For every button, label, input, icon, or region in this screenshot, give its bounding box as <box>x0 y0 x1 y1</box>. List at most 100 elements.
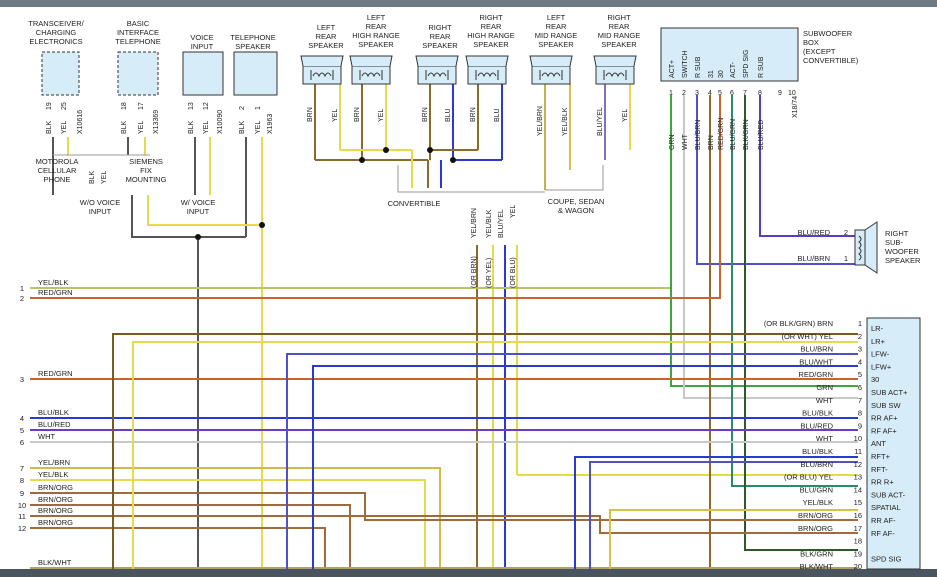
amp-pin-number: 18 <box>854 537 862 546</box>
wire-color-label: BLK <box>46 120 53 134</box>
left-wire-label: RED/GRN <box>38 288 73 297</box>
amp-pin-number: 3 <box>858 345 862 354</box>
wire-color-label: YEL <box>203 121 210 134</box>
left-wire-number: 12 <box>18 524 26 533</box>
amp-pin-number: 15 <box>854 498 862 507</box>
amp-wire-label: BLK/WHT <box>800 562 834 571</box>
left-edge-labels: 1YEL/BLK2RED/GRN3RED/GRN4BLU/BLK5BLU/RED… <box>18 278 73 567</box>
wire-color-label: YEL <box>138 121 145 134</box>
wire-color-label: BLU/YEL <box>597 107 604 136</box>
wire-color-label: YEL <box>332 109 339 122</box>
wire-color-label: BRN <box>307 107 314 122</box>
wire-color-label: BLU/YEL <box>498 209 505 238</box>
wire-color-label: BLU/RED <box>758 120 765 150</box>
left-wire-label: WHT <box>38 432 55 441</box>
subwoofer-pin-number: 1 <box>669 90 673 97</box>
amp-pin-name: SUB ACT+ <box>871 388 908 397</box>
amp-pin-name: 30 <box>871 375 879 384</box>
bottom-bar <box>0 569 937 577</box>
subwoofer-pin-number: 6 <box>730 90 734 97</box>
wire-color-label: WHT <box>682 133 689 150</box>
transceiver-box <box>41 51 80 96</box>
speaker-icon <box>415 55 459 85</box>
amp-wire-label: BLU/WHT <box>799 357 833 366</box>
wire-color-label: BLU/RED <box>797 228 830 237</box>
amp-wire-label: (OR BLK/GRN) BRN <box>764 319 833 328</box>
pin-label: 2 <box>239 106 246 110</box>
speaker-icon <box>529 55 573 85</box>
wire-color-label: BRN <box>470 107 477 122</box>
amp-pin-name: ANT <box>871 439 886 448</box>
amp-wire-label: GRN <box>816 383 833 392</box>
pin-label: 17 <box>138 102 145 110</box>
speaker-icon <box>465 55 509 85</box>
pin-label: 25 <box>61 102 68 110</box>
left-wire-number: 6 <box>20 438 24 447</box>
connector-id: X13369 <box>153 110 160 134</box>
connector-id: X10616 <box>77 110 84 134</box>
subwoofer-pin-number: 7 <box>743 90 747 97</box>
bus-wire-labels: YEL/BRN YEL/BLK BLU/YEL YEL (OR BRN) (OR… <box>471 205 517 288</box>
wire-color-label: YEL <box>378 109 385 122</box>
amp-pin-name: SPATIAL <box>871 503 901 512</box>
connector-id: X10090 <box>217 110 224 134</box>
subwoofer-pin-number: 9 <box>778 90 782 97</box>
amp-pin-number: 7 <box>858 396 862 405</box>
pin-label: 2 <box>844 228 848 237</box>
speaker-icon <box>593 55 637 85</box>
phone-connector-labels: 19 25 X10616 BLK YEL 18 17 X13369 BLK YE… <box>46 102 274 134</box>
moto-blk-label: BLK <box>89 170 96 184</box>
wire-color-label: RED/GRN <box>718 118 725 150</box>
pin-label: 1 <box>844 254 848 263</box>
coupe-label: COUPE, SEDAN& WAGON <box>548 197 605 215</box>
amp-pin-name: RF AF- <box>871 529 895 538</box>
amp-wire-label: BLU/BLK <box>802 409 833 418</box>
wire-alt-label: (OR BLU) <box>510 257 517 288</box>
amp-wire-label: BLU/BRN <box>800 460 833 469</box>
wire-layer <box>30 84 858 569</box>
amp-pin-name: RR AF- <box>871 516 896 525</box>
speaker-icon <box>349 55 393 85</box>
subwoofer-pin-number: 8 <box>758 90 762 97</box>
convertible-label: CONVERTIBLE <box>388 199 441 208</box>
wire-color-label: YEL/BLK <box>486 209 493 238</box>
connector-id: X1963 <box>267 114 274 134</box>
left-wire-number: 10 <box>18 501 26 510</box>
wire-alt-label: (OR YEL) <box>486 258 493 288</box>
left-wire-number: 3 <box>20 375 24 384</box>
basic-interface-box <box>117 51 159 96</box>
voice-input-box <box>182 51 224 96</box>
amp-pin-name: RR AF+ <box>871 414 898 423</box>
wire-color-label: YEL/BRN <box>471 208 478 238</box>
amp-pin-number: 6 <box>858 383 862 392</box>
left-wire-label: BLU/RED <box>38 420 71 429</box>
pin-label: 18 <box>121 102 128 110</box>
amp-pin-number: 1 <box>858 319 862 328</box>
left-wire-number: 5 <box>20 426 24 435</box>
left-wire-number: 7 <box>20 464 24 473</box>
left-wire-number: 9 <box>20 489 24 498</box>
amp-pin-number: 8 <box>858 409 862 418</box>
speaker-wire-labels: BRN YEL BRN YEL BRN BLU BRN BLU YEL/BRN … <box>307 106 629 136</box>
amp-wire-label: WHT <box>816 396 833 405</box>
amp-pin-name: RFT+ <box>871 452 891 461</box>
subwoofer-box <box>660 27 799 82</box>
left-wire-number: 1 <box>20 284 24 293</box>
subwoofer-pin-name: R SUB <box>758 56 765 78</box>
coupe-bracket <box>545 165 604 191</box>
left-wire-label: BRN/ORG <box>38 518 73 527</box>
wire-color-label: BLU <box>494 108 501 122</box>
subwoofer-pin-name: 31 <box>708 70 715 78</box>
amp-pin-number: 2 <box>858 332 862 341</box>
pin-label: 13 <box>188 102 195 110</box>
